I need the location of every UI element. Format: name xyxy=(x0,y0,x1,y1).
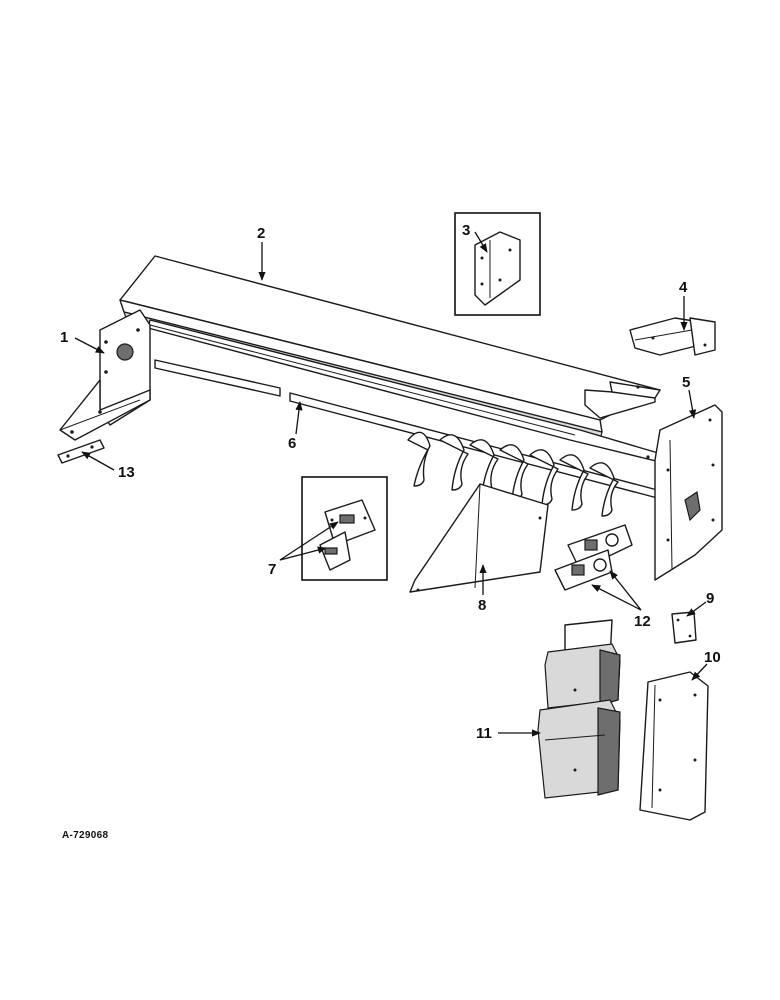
callout-labels: 1 2 3 4 5 6 7 8 9 10 11 12 13 A-729068 xyxy=(60,222,721,841)
callout-3: 3 xyxy=(462,222,470,239)
callout-11: 11 xyxy=(476,725,492,742)
right-end-plate xyxy=(654,404,723,581)
bearing-housing xyxy=(537,619,621,799)
callout-10: 10 xyxy=(704,649,721,666)
chain-coupler-inset xyxy=(301,476,388,581)
reference-code: A-729068 xyxy=(62,830,108,841)
leader-lines xyxy=(74,231,708,737)
callout-1: 1 xyxy=(60,329,68,346)
callout-4: 4 xyxy=(679,279,688,296)
trough-housing xyxy=(119,255,666,463)
callout-12: 12 xyxy=(634,613,651,630)
left-end-plate xyxy=(59,309,151,441)
drive-chain xyxy=(554,524,633,591)
callout-6: 6 xyxy=(288,435,296,452)
cover-plate xyxy=(639,671,709,821)
callout-2: 2 xyxy=(257,225,265,242)
auger-shield xyxy=(409,483,549,593)
callout-9: 9 xyxy=(706,590,714,607)
callout-7: 7 xyxy=(268,561,276,578)
strap-bar xyxy=(57,439,105,464)
small-bracket xyxy=(629,317,716,356)
callout-5: 5 xyxy=(682,374,690,391)
small-plate xyxy=(671,611,697,644)
callout-8: 8 xyxy=(478,597,486,614)
callout-13: 13 xyxy=(118,464,135,481)
